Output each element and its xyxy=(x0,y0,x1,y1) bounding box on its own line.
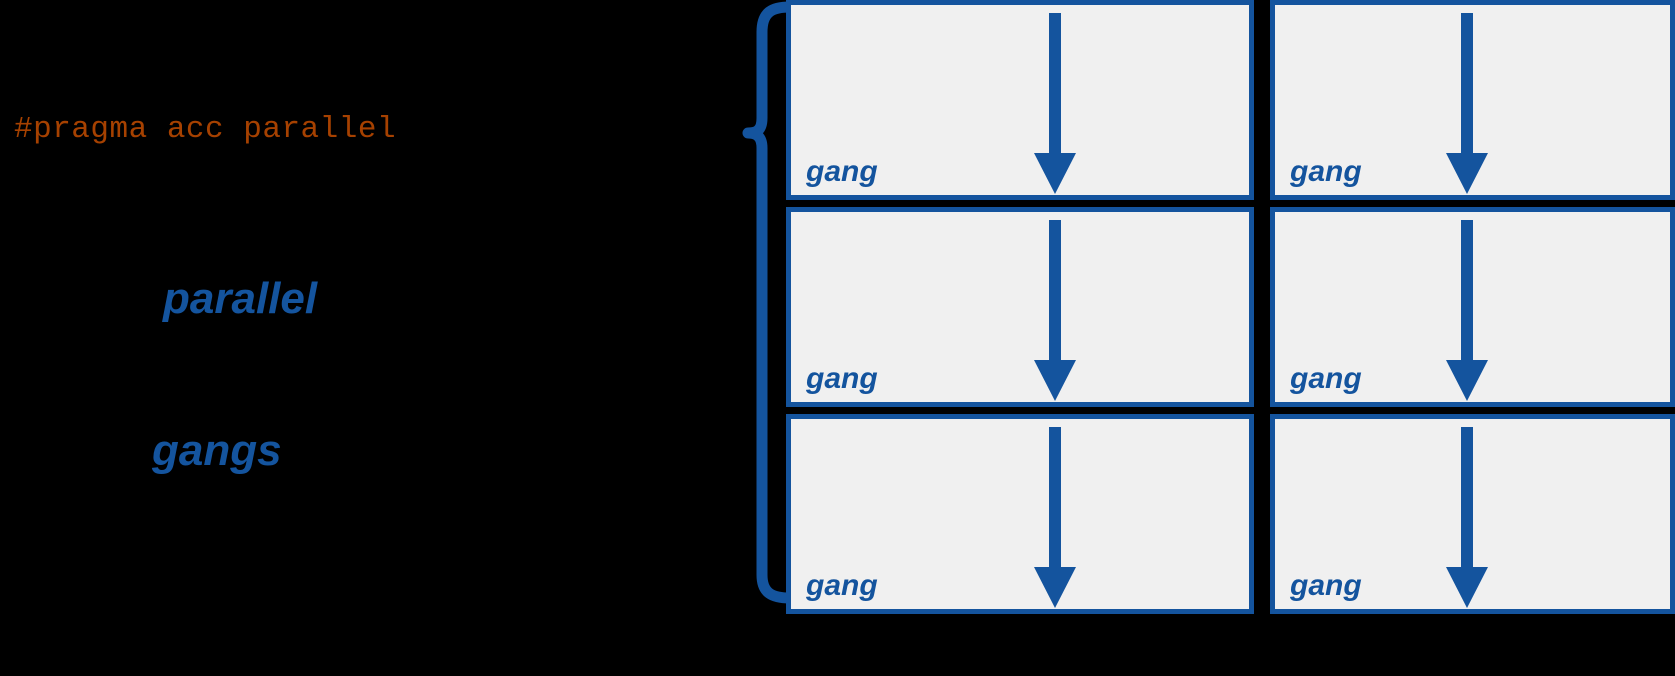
gang-label: gang xyxy=(1290,362,1362,395)
gang-cell: gang xyxy=(1270,414,1675,614)
gang-cell: gang xyxy=(1270,207,1675,407)
curly-brace-right-icon xyxy=(640,0,790,620)
gang-label: gang xyxy=(806,362,878,395)
down-arrow-icon xyxy=(1445,13,1489,195)
down-arrow-icon xyxy=(1033,220,1077,402)
down-arrow-icon xyxy=(1033,427,1077,609)
down-arrow-icon xyxy=(1445,427,1489,609)
gang-label: gang xyxy=(1290,569,1362,602)
gang-label: gang xyxy=(806,569,878,602)
down-arrow-icon xyxy=(1445,220,1489,402)
gang-label: gang xyxy=(806,155,878,188)
gang-label: gang xyxy=(1290,155,1362,188)
gang-cell: gang xyxy=(786,414,1254,614)
curly-brace-svg xyxy=(742,1,790,604)
annotation-parallel: parallel xyxy=(163,274,318,323)
gang-cell: gang xyxy=(1270,0,1675,200)
down-arrow-icon xyxy=(1033,13,1077,195)
gang-grid: gang gang gang xyxy=(786,0,1675,614)
gang-cell: gang xyxy=(786,0,1254,200)
annotation-gangs: gangs xyxy=(152,426,282,475)
gang-cell: gang xyxy=(786,207,1254,407)
pragma-directive-text: #pragma acc parallel xyxy=(14,112,397,147)
